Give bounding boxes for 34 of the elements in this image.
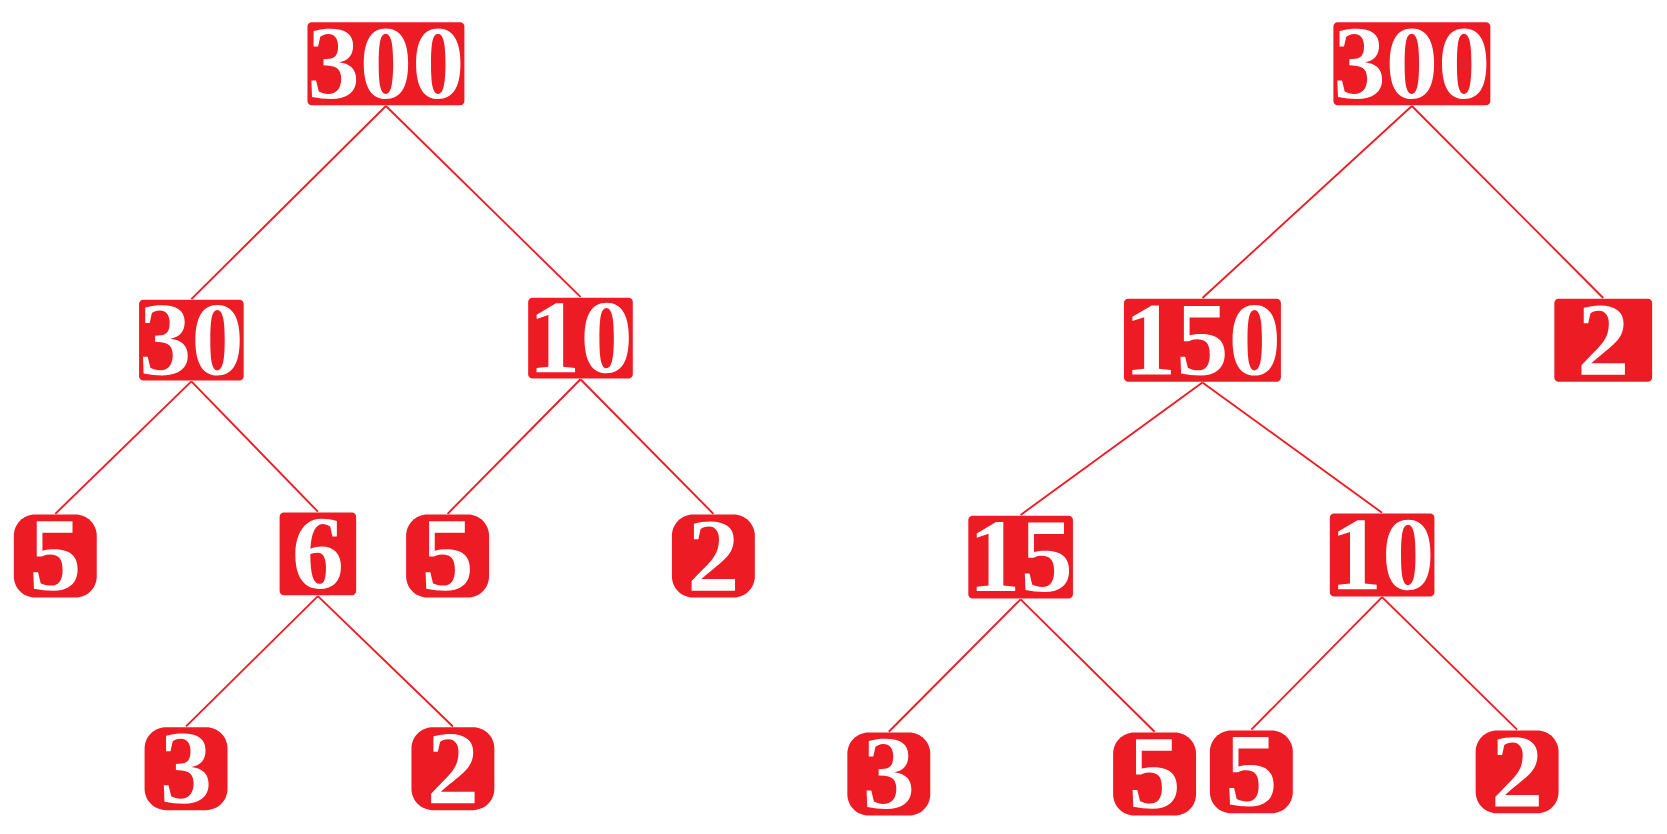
number-box: 10 (1329, 513, 1435, 597)
number-box: 150 (1123, 299, 1281, 382)
tree-branch (887, 598, 1022, 733)
number-box: 2 (671, 514, 755, 598)
tree-branch (190, 105, 387, 301)
number-box: 5 (13, 514, 97, 598)
number-box: 300 (307, 22, 465, 106)
number-box: 3 (847, 732, 931, 816)
tree-branch (1381, 596, 1519, 731)
number-box: 2 (1554, 299, 1653, 382)
number-box: 2 (1475, 730, 1559, 814)
number-box: 5 (406, 514, 490, 598)
tree-branch (190, 380, 319, 513)
tree-branch (1019, 381, 1204, 517)
tree-branch (1019, 598, 1156, 733)
number-box: 6 (279, 512, 357, 596)
tree-branch (1410, 105, 1605, 300)
tree-branch (579, 378, 715, 515)
tree-branch (185, 595, 319, 728)
tree-branch (54, 380, 193, 515)
number-box: 300 (1333, 22, 1491, 106)
tree-branch (385, 105, 582, 299)
tree-branch (446, 378, 582, 515)
tree-branch (1201, 381, 1384, 514)
number-box: 5 (1113, 732, 1197, 816)
number-box: 30 (139, 300, 244, 381)
tree-branch (1250, 596, 1384, 731)
tree-branch (316, 595, 454, 728)
number-box: 5 (1209, 730, 1293, 814)
number-box: 15 (968, 515, 1073, 599)
number-box: 2 (411, 727, 495, 811)
tree-branch (1201, 105, 1413, 300)
number-box: 3 (144, 727, 228, 811)
number-box: 10 (528, 297, 633, 379)
